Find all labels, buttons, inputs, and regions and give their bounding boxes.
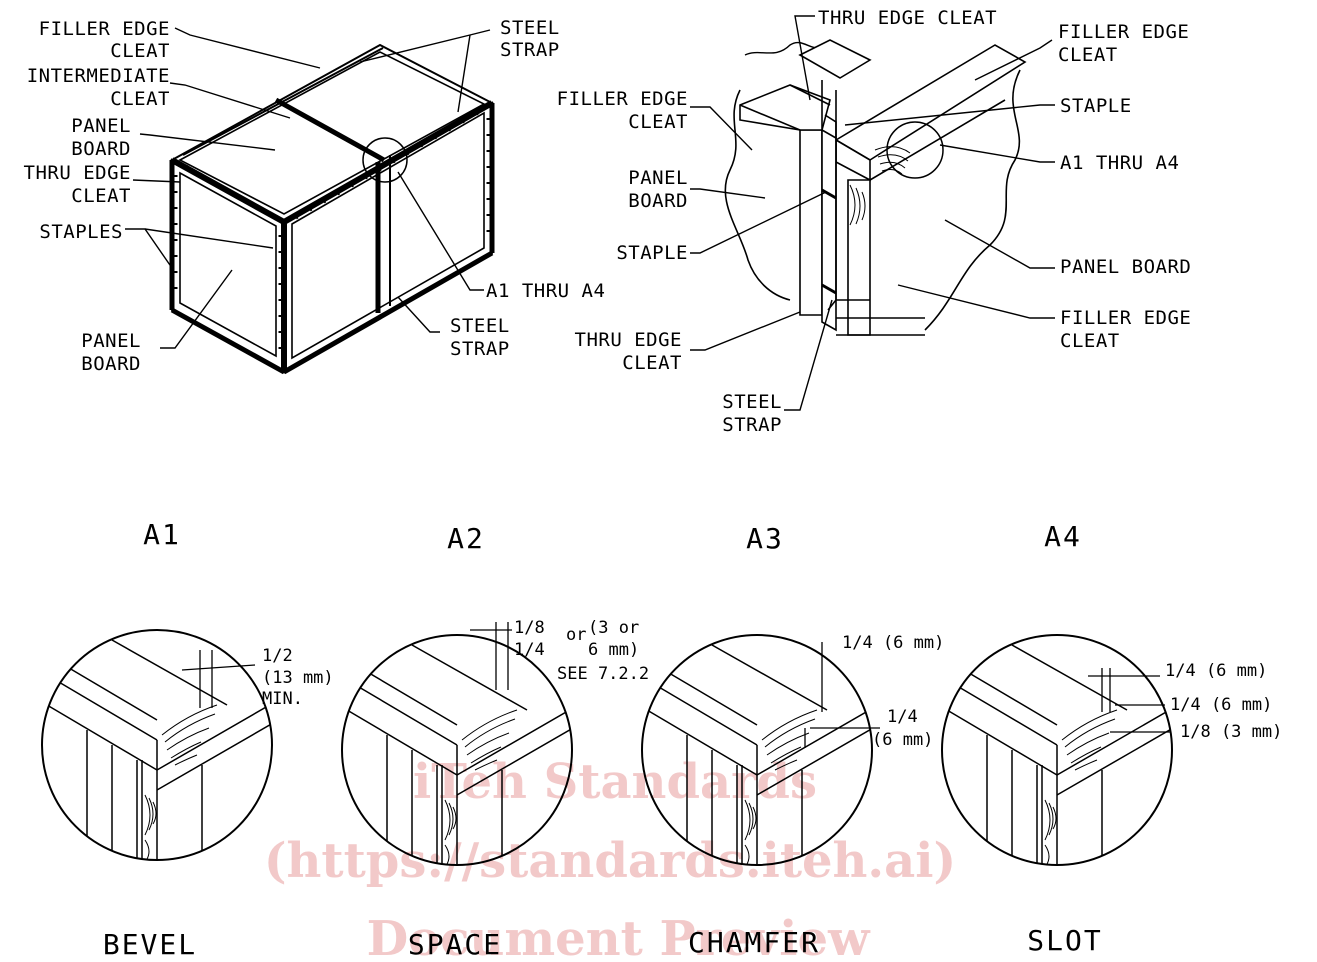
variant-id-a1: A1 xyxy=(143,518,181,551)
dim-slot-3: 1/8 (3 mm) xyxy=(1180,722,1282,742)
detail-slot xyxy=(941,634,1173,866)
variant-id-a4: A4 xyxy=(1044,520,1082,553)
variant-names: BEVEL SPACE CHAMFER SLOT xyxy=(103,924,1102,961)
label-staple-left: STAPLE xyxy=(616,242,688,264)
dim-space-2: or xyxy=(566,625,586,645)
label-filler-edge-cleat-2: CLEAT xyxy=(110,40,170,62)
variant-id-a3: A3 xyxy=(746,522,784,555)
label-steel-strap-bottom-1: STEEL xyxy=(450,315,510,337)
watermark-line-3: Document Preview xyxy=(367,911,871,962)
label-thru-edge-cleat-2: CLEAT xyxy=(71,185,131,207)
variant-id-a2: A2 xyxy=(447,522,485,555)
variant-name-chamfer: CHAMFER xyxy=(688,926,820,959)
label-filler-edge-cleat-1: FILLER EDGE xyxy=(39,18,170,40)
label-thru-edge-cleat-1: THRU EDGE xyxy=(24,162,131,184)
box-leaders xyxy=(125,27,491,349)
dim-bevel-2: (13 mm) xyxy=(262,668,334,688)
label-panel-board-bottom-2: BOARD xyxy=(81,353,141,375)
label-panel-board-bottom-1: PANEL xyxy=(81,330,141,352)
dim-bevel-3: MIN. xyxy=(262,689,303,709)
label-intermediate-cleat-1: INTERMEDIATE xyxy=(27,65,170,87)
corner-detail-view xyxy=(724,39,1027,336)
dimension-lines xyxy=(181,622,1170,748)
label-steel-strap-top-2: STRAP xyxy=(500,39,560,61)
detail-labels: THRU EDGE CLEAT FILLER EDGE CLEAT STAPLE… xyxy=(557,7,1191,436)
watermark: iTeh Standards (https://standards.iteh.a… xyxy=(264,754,956,962)
label-thru-edge-cleat-lower-1: THRU EDGE xyxy=(575,329,682,351)
variant-name-bevel: BEVEL xyxy=(103,928,197,961)
label-intermediate-cleat-2: CLEAT xyxy=(110,88,170,110)
watermark-line-2: (https://standards.iteh.ai) xyxy=(264,833,956,889)
dim-chamfer-3: (6 mm) xyxy=(872,730,933,750)
label-detail-a1-thru-a4: A1 THRU A4 xyxy=(1060,152,1179,174)
label-panel-board-top-2: BOARD xyxy=(71,138,131,160)
dim-space-4: 1/4 xyxy=(514,640,545,660)
box-isometric-view xyxy=(169,43,495,375)
label-staple-right: STAPLE xyxy=(1060,95,1132,117)
label-panel-board-left-2: BOARD xyxy=(628,190,688,212)
variant-name-slot: SLOT xyxy=(1027,924,1102,957)
label-filler-edge-cleat-lower-2: CLEAT xyxy=(1060,330,1120,352)
label-filler-edge-cleat-left-2: CLEAT xyxy=(628,111,688,133)
label-panel-board-right: PANEL BOARD xyxy=(1060,256,1191,278)
label-steel-strap-2: STRAP xyxy=(722,414,782,436)
dim-space-6: SEE 7.2.2 xyxy=(557,664,649,684)
label-steel-strap-top-1: STEEL xyxy=(500,17,560,39)
box-labels: FILLER EDGE CLEAT INTERMEDIATE CLEAT PAN… xyxy=(24,17,605,375)
dim-space-5: 6 mm) xyxy=(588,640,639,660)
dim-slot-1: 1/4 (6 mm) xyxy=(1165,661,1267,681)
detail-leaders xyxy=(690,15,1055,411)
dim-space-1: 1/8 xyxy=(514,618,545,638)
label-filler-edge-cleat-lower-1: FILLER EDGE xyxy=(1060,307,1191,329)
dim-chamfer-1: 1/4 (6 mm) xyxy=(842,633,944,653)
dimension-labels: 1/2 (13 mm) MIN. 1/8 or (3 or 1/4 6 mm) … xyxy=(262,618,1282,750)
label-a1-thru-a4: A1 THRU A4 xyxy=(486,280,605,302)
label-thru-edge-cleat-lower-2: CLEAT xyxy=(622,352,682,374)
label-filler-edge-cleat-right-1: FILLER EDGE xyxy=(1058,21,1189,43)
label-thru-edge-cleat-top: THRU EDGE CLEAT xyxy=(818,7,997,29)
label-panel-board-top-1: PANEL xyxy=(71,115,131,137)
dim-slot-2: 1/4 (6 mm) xyxy=(1170,695,1272,715)
detail-space xyxy=(341,634,573,866)
label-steel-strap-1: STEEL xyxy=(722,391,782,413)
detail-bevel xyxy=(41,629,273,861)
dim-bevel-1: 1/2 xyxy=(262,646,293,666)
detail-chamfer xyxy=(641,634,873,866)
dim-chamfer-2: 1/4 xyxy=(887,707,918,727)
variant-ids: A1 A2 A3 A4 xyxy=(143,518,1082,555)
label-steel-strap-bottom-2: STRAP xyxy=(450,338,510,360)
dim-space-3: (3 or xyxy=(588,618,639,638)
label-staples: STAPLES xyxy=(39,221,123,243)
label-filler-edge-cleat-right-2: CLEAT xyxy=(1058,44,1118,66)
label-panel-board-left-1: PANEL xyxy=(628,167,688,189)
label-filler-edge-cleat-left-1: FILLER EDGE xyxy=(557,88,688,110)
variant-name-space: SPACE xyxy=(408,928,502,961)
